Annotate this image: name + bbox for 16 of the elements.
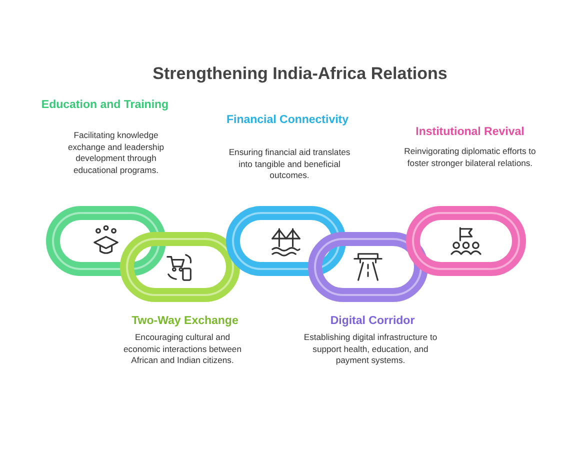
description: Ensuring financial aid translates into tangible and beneficial outcomes. xyxy=(228,147,352,182)
chain-link xyxy=(224,204,348,278)
heading: Two-Way Exchange xyxy=(130,314,240,328)
chain-link xyxy=(118,230,242,304)
chain-link xyxy=(404,204,528,278)
description: Encouraging cultural and economic interactions between African and Indian citizens. xyxy=(122,332,242,366)
heading: Financial Connectivity xyxy=(225,113,350,127)
description: Facilitating knowledge exchange and leadership development through educational programs. xyxy=(66,130,166,176)
description: Establishing digital infrastructure to support health, education, and payment systems. xyxy=(303,332,438,366)
heading: Digital Corridor xyxy=(329,314,416,328)
chain-link xyxy=(306,230,430,304)
heading: Institutional Revival xyxy=(414,125,526,139)
title: Strengthening India-Africa Relations xyxy=(152,64,448,84)
chain-link xyxy=(44,204,168,278)
heading: Education and Training xyxy=(40,98,170,112)
description: Reinvigorating diplomatic efforts to foster stronger bilateral relations. xyxy=(403,146,537,169)
